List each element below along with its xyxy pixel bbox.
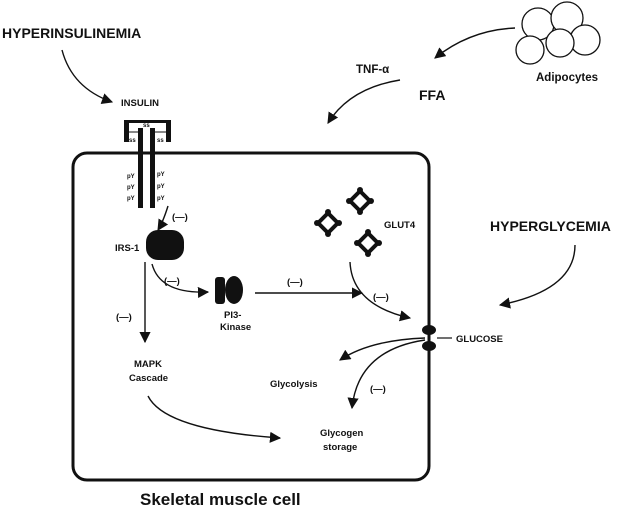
glucose-transporter xyxy=(422,325,436,351)
inhibition-marker-6: (—) xyxy=(370,384,386,395)
arrow-glucose-to-glycolysis xyxy=(339,337,426,361)
hyperglycemia-label: HYPERGLYCEMIA xyxy=(490,218,611,234)
irs1-protein xyxy=(146,230,184,260)
glucose-label: GLUCOSE xyxy=(456,334,503,345)
adipocytes-label: Adipocytes xyxy=(536,72,598,84)
receptor-py-right-1: pY xyxy=(157,172,165,178)
mapk-label-line2: Cascade xyxy=(129,373,168,384)
inhibition-marker-2: (—) xyxy=(164,276,180,287)
inhibition-marker-1: (—) xyxy=(172,212,188,223)
receptor-py-right-3: pY xyxy=(157,196,165,202)
receptor-ss-left: ss xyxy=(129,138,136,144)
cell-title: Skeletal muscle cell xyxy=(140,490,301,509)
receptor-py-left-3: pY xyxy=(127,196,135,202)
glycogen-label-line2: storage xyxy=(323,442,357,453)
inhibition-marker-3: (—) xyxy=(287,277,303,288)
arrow-receptor-to-irs1 xyxy=(157,205,169,231)
irs1-label: IRS-1 xyxy=(115,243,140,254)
arrow-hyperinsulinemia-to-insulin xyxy=(61,49,114,104)
glycolysis-label: Glycolysis xyxy=(270,379,318,390)
arrow-irs1-to-pi3k xyxy=(151,263,210,299)
hyperinsulinemia-label: HYPERINSULINEMIA xyxy=(2,25,141,41)
receptor-ss-top: ss xyxy=(143,123,150,129)
adipocyte-cluster-icon xyxy=(515,1,601,65)
arrow-hyperglycemia-to-glucose xyxy=(498,244,576,309)
glut4-label: GLUT4 xyxy=(384,220,416,231)
pi3-label-line1: PI3- xyxy=(224,310,241,321)
insulin-label: INSULIN xyxy=(121,98,159,109)
arrow-mapk-to-glycogen xyxy=(147,395,282,443)
inhibition-marker-4: (—) xyxy=(116,312,132,323)
arrow-glucose-to-glycogen xyxy=(347,339,426,410)
glycogen-label-line1: Glycogen xyxy=(320,428,363,439)
pi3-label-line2: Kinase xyxy=(220,322,251,333)
arrow-adipocytes-to-tnf xyxy=(434,27,516,59)
receptor-ss-right: ss xyxy=(157,138,164,144)
arrow-glut4-to-membrane xyxy=(349,261,412,322)
pi3-kinase-protein xyxy=(215,276,243,304)
arrow-ffa-to-cell xyxy=(327,79,401,124)
receptor-py-right-2: pY xyxy=(157,184,165,190)
insulin-receptor xyxy=(124,120,171,208)
receptor-py-left-1: pY xyxy=(127,174,135,180)
ffa-label: FFA xyxy=(419,87,445,103)
tnf-alpha-label: TNF-α xyxy=(356,64,389,76)
mapk-label-line1: MAPK xyxy=(134,359,162,370)
receptor-py-left-2: pY xyxy=(127,185,135,191)
inhibition-marker-5: (—) xyxy=(373,292,389,303)
